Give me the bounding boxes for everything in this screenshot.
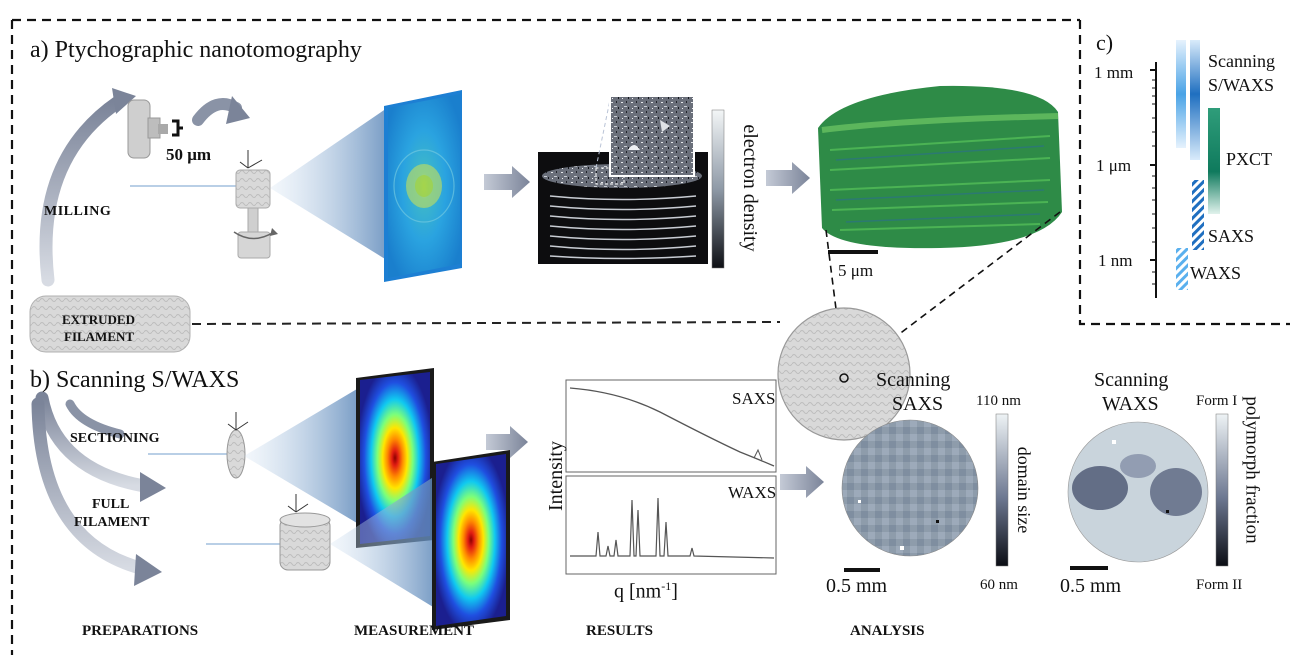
polymorph-max: Form I	[1196, 393, 1238, 409]
saxs-scalebar-label: 0.5 mm	[826, 575, 888, 597]
method-saxs: SAXS	[1208, 226, 1255, 246]
range-bar-scanning-swaxs-b	[1190, 40, 1200, 160]
domain-size-colorbar	[995, 413, 1009, 567]
filament-label-2: FILAMENT	[64, 329, 135, 344]
polymorph-colorbar	[1215, 413, 1229, 567]
scanning-waxs-title-1: Scanning	[1094, 369, 1169, 391]
milling-chuck	[127, 99, 168, 159]
electron-density-colorbar	[711, 109, 725, 269]
dashed-frame	[10, 18, 1290, 655]
waxs-polymorph-map	[1067, 421, 1209, 563]
domain-size-max: 110 nm	[976, 393, 1021, 409]
panel-c-title: c)	[1096, 30, 1114, 55]
domain-size-label: domain size	[1014, 446, 1034, 534]
electron-density-label: electron density	[739, 124, 761, 252]
footer-measurement: MEASUREMENT	[354, 623, 475, 639]
waxs-scalebar-label: 0.5 mm	[1060, 575, 1122, 597]
q-axis-label: q [nm-1]	[614, 579, 678, 603]
scalebar-saxs	[844, 568, 880, 572]
sectioning-label: SECTIONING	[70, 431, 160, 446]
full-filament-label-2: FILAMENT	[74, 515, 150, 530]
method-swaxs: S/WAXS	[1208, 75, 1275, 95]
waxs-plot-label: WAXS	[728, 483, 777, 502]
scalebar-5um-label: 5 μm	[838, 261, 874, 280]
saxs-plot-label: SAXS	[732, 389, 776, 408]
ptycho-detector	[384, 90, 462, 282]
range-bar-saxs	[1192, 180, 1204, 250]
method-pxct: PXCT	[1226, 149, 1273, 169]
scanning-saxs-title-1: Scanning	[876, 369, 951, 391]
scalebar-waxs	[1070, 566, 1108, 570]
method-waxs: WAXS	[1190, 263, 1242, 283]
arrow-to-3d	[766, 162, 810, 194]
zoom-connector-lines	[825, 211, 1061, 377]
sample-cross-section	[777, 307, 911, 441]
polymorph-min: Form II	[1196, 577, 1243, 593]
scanning-waxs-title-2: WAXS	[1102, 393, 1159, 415]
waxs-plot	[565, 475, 777, 575]
zoom-inset	[609, 95, 695, 177]
saxs-detector-2	[432, 450, 510, 630]
arrow-to-results	[486, 426, 528, 458]
extruded-filament	[29, 295, 191, 353]
scanning-saxs-title-2: SAXS	[892, 393, 944, 415]
section-sample	[148, 412, 249, 479]
filament-label-1: EXTRUDED	[62, 312, 135, 327]
scale-50um-label: 50 μm	[166, 145, 212, 164]
arrow-to-reconstruction	[484, 166, 530, 198]
saxs-plot	[565, 379, 777, 473]
full-filament-label-1: FULL	[92, 497, 130, 512]
method-scanning: Scanning	[1208, 51, 1275, 71]
full-filament-sample	[206, 494, 331, 571]
footer-results: RESULTS	[586, 623, 653, 639]
saxs-domain-map	[841, 419, 979, 557]
fiber-volume-render	[818, 85, 1062, 249]
panel-b-title: b) Scanning S/WAXS	[30, 367, 240, 393]
milling-arrow-head	[112, 88, 136, 114]
arrow-to-analysis	[780, 466, 824, 498]
milling-arrow	[39, 95, 125, 287]
length-scale-axis	[1150, 62, 1157, 298]
sectioning-arrow	[35, 391, 151, 493]
range-bar-pxct	[1208, 108, 1220, 214]
domain-size-min: 60 nm	[980, 577, 1018, 593]
pxct-sample-stage	[130, 150, 278, 259]
panel-a-title: a) Ptychographic nanotomography	[30, 37, 362, 63]
tick-1nm: 1 nm	[1098, 251, 1133, 270]
saxs-beam-cone-1	[244, 386, 362, 526]
filament-connector	[191, 321, 781, 325]
range-bar-scanning-swaxs-a	[1176, 40, 1186, 148]
footer-preparations: PREPARATIONS	[82, 623, 199, 639]
bracket-icon	[172, 119, 183, 137]
scalebar-5um	[828, 250, 878, 254]
pxct-beam-cone	[270, 106, 390, 262]
range-bar-waxs	[1176, 248, 1188, 290]
full-filament-arrow	[31, 397, 147, 575]
tick-1mm: 1 mm	[1094, 63, 1134, 82]
footer-analysis: ANALYSIS	[850, 623, 925, 639]
milling-label: MILLING	[44, 204, 112, 219]
tick-1um: 1 μm	[1096, 156, 1132, 175]
small-curved-arrow	[65, 399, 125, 439]
saxs-beam-cone-2	[330, 474, 438, 610]
intensity-axis-label: Intensity	[545, 441, 567, 511]
polymorph-fraction-label: polymorph fraction	[1241, 396, 1263, 544]
